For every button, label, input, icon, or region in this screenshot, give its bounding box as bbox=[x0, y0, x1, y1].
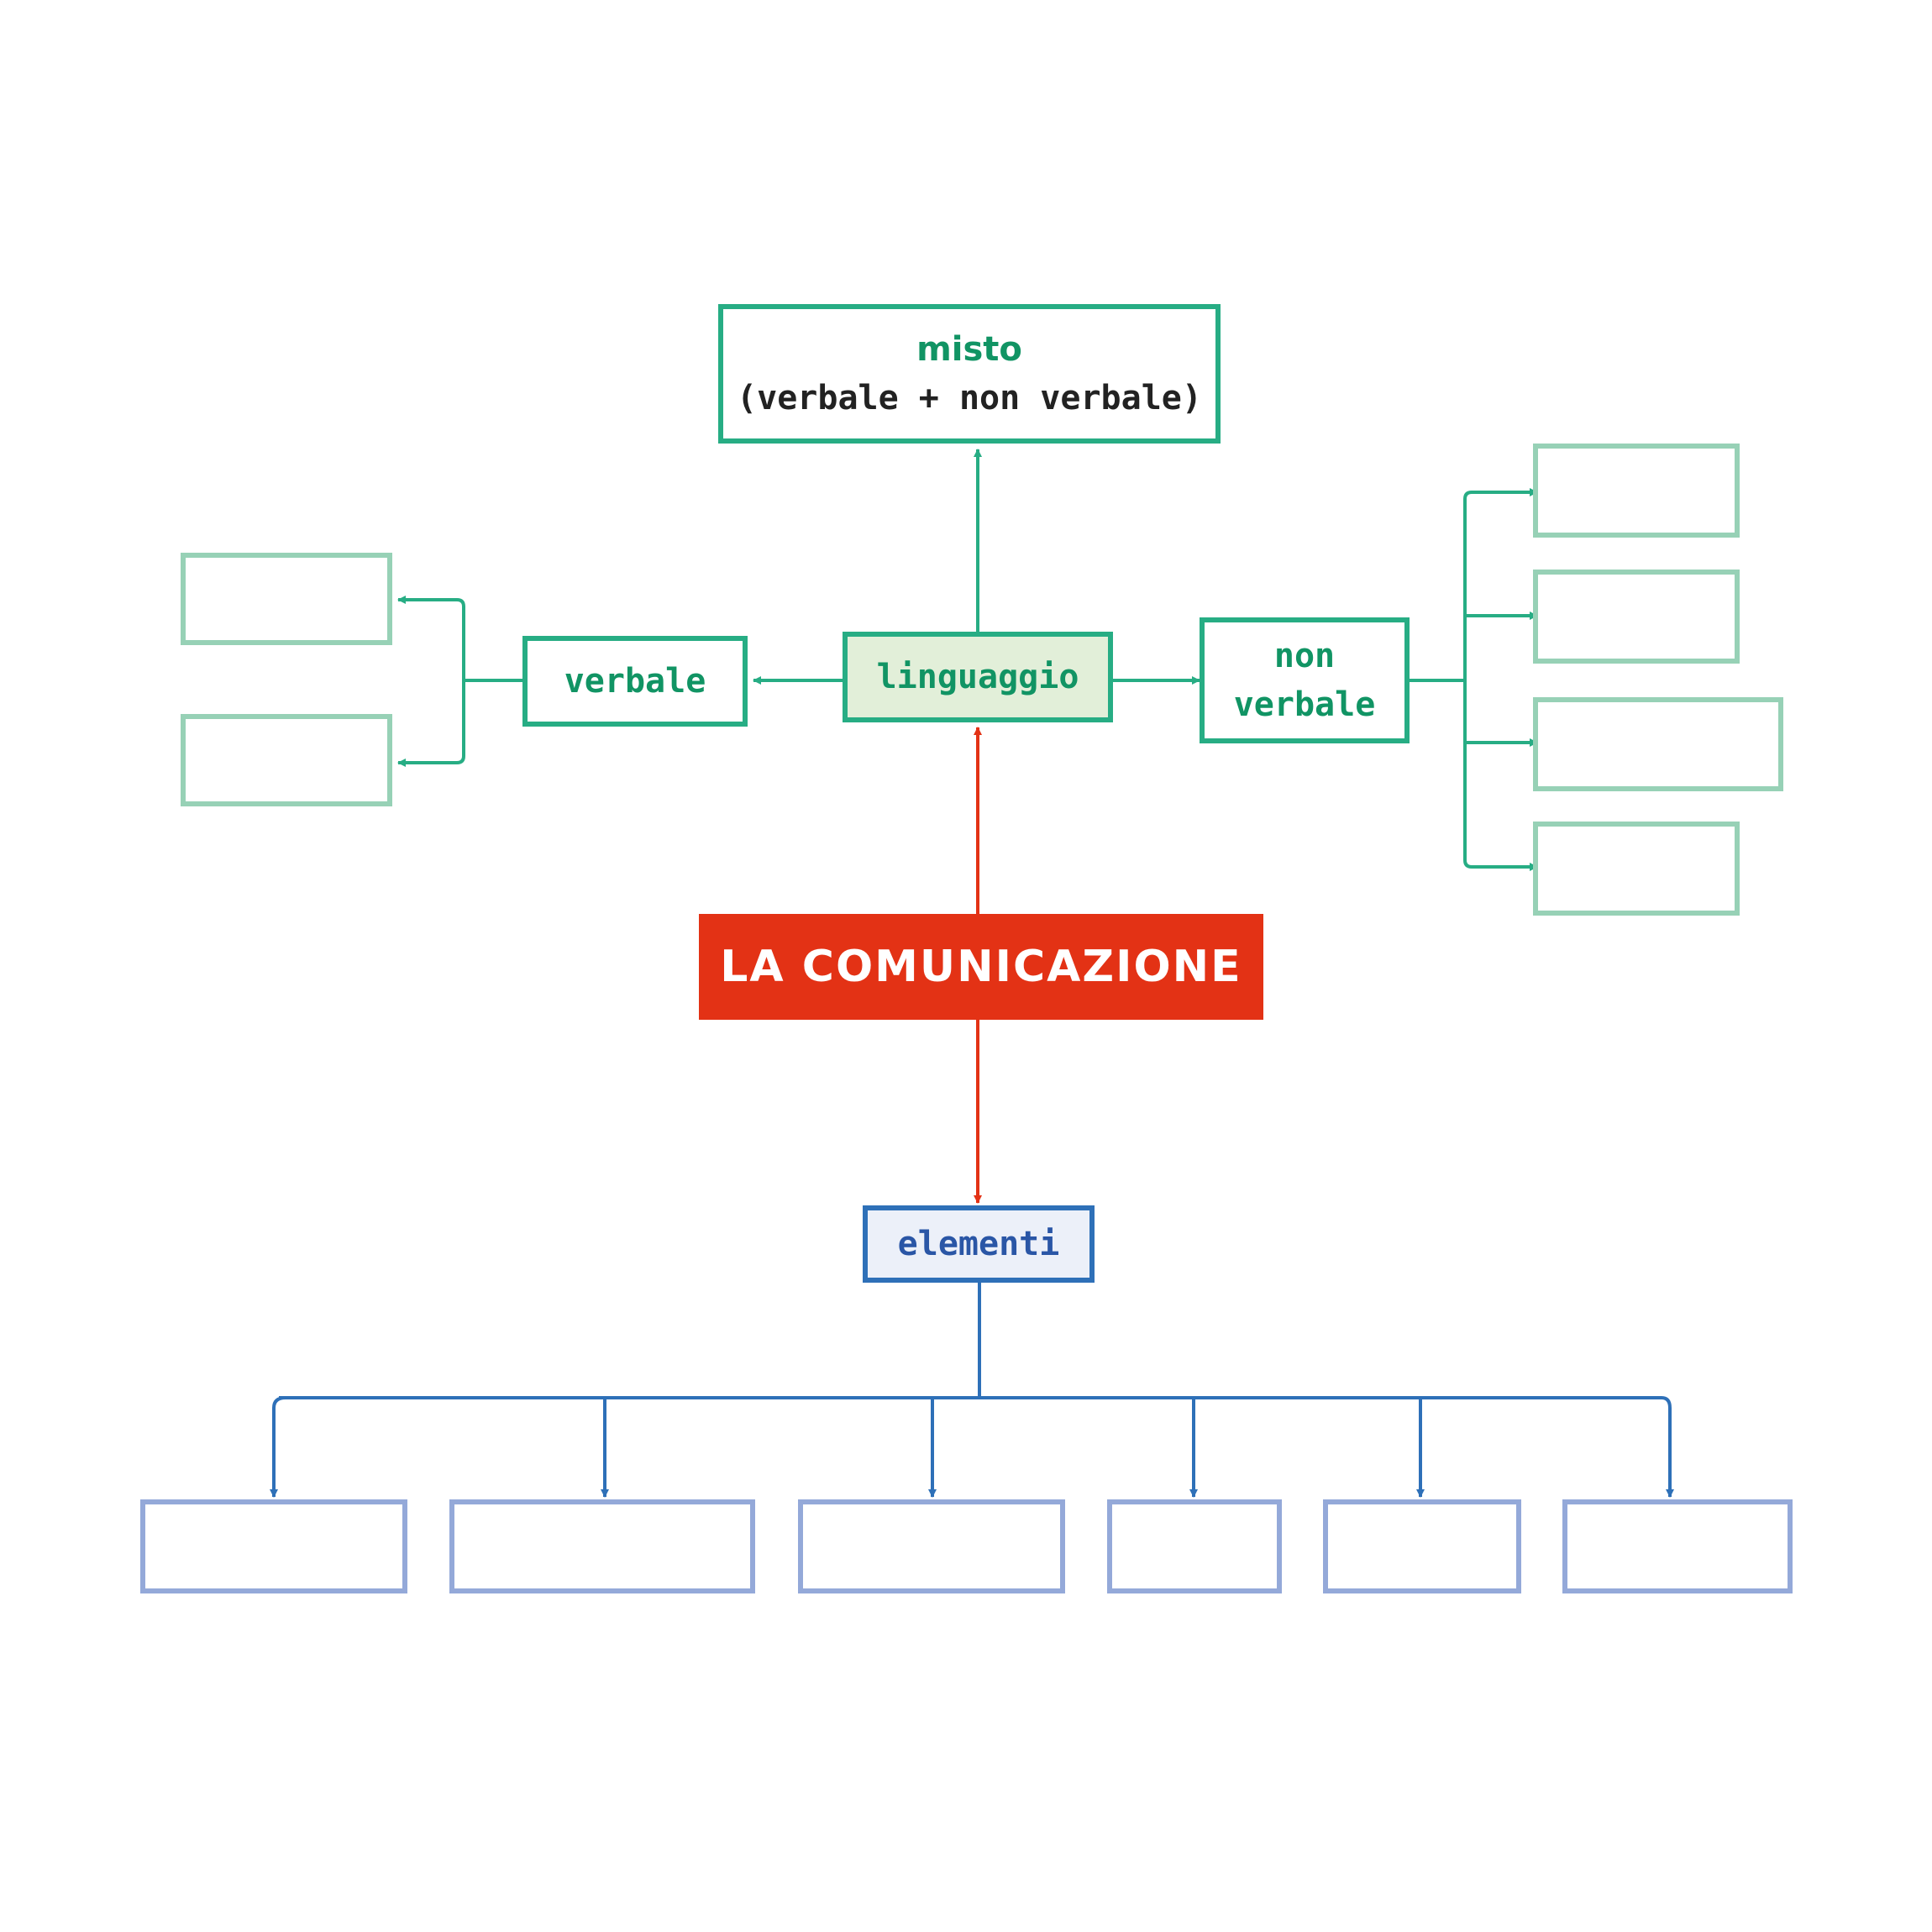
elementi-answer-box-2[interactable] bbox=[449, 1499, 755, 1593]
non-verbale-label-line2: verbale bbox=[1233, 685, 1376, 724]
verbale-answer-box-1[interactable] bbox=[181, 553, 392, 645]
elementi-answer-box-5[interactable] bbox=[1323, 1499, 1521, 1593]
non-verbale-node: non verbale bbox=[1200, 617, 1410, 743]
arrow-verbale-to-box-2 bbox=[397, 680, 465, 767]
arrow-non-verbale-to-box-3 bbox=[1463, 680, 1538, 747]
linguaggio-label: linguaggio bbox=[876, 658, 1079, 696]
arrow-verbale-to-box-1 bbox=[397, 596, 465, 680]
arrow-elementi-to-box-6 bbox=[1661, 1396, 1674, 1498]
elementi-label: elementi bbox=[897, 1225, 1060, 1263]
elementi-answer-box-4[interactable] bbox=[1107, 1499, 1282, 1593]
verbale-node: verbale bbox=[522, 636, 748, 727]
misto-title: misto bbox=[916, 330, 1022, 369]
non-verbale-answer-box-4[interactable] bbox=[1533, 822, 1740, 916]
root-node-la-comunicazione: LA COMUNICAZIONE bbox=[699, 914, 1263, 1020]
elementi-node: elementi bbox=[863, 1205, 1095, 1283]
verbale-label: verbale bbox=[564, 662, 706, 701]
arrow-non-verbale-to-box-1 bbox=[1463, 488, 1538, 680]
elementi-answer-box-6[interactable] bbox=[1562, 1499, 1793, 1593]
arrow-non-verbale-to-box-4 bbox=[1463, 680, 1538, 871]
arrow-elementi-to-box-1 bbox=[270, 1396, 286, 1498]
non-verbale-answer-box-2[interactable] bbox=[1533, 570, 1740, 664]
misto-subtitle: (verbale + non verbale) bbox=[737, 379, 1202, 417]
linguaggio-node: linguaggio bbox=[843, 632, 1113, 722]
root-label: LA COMUNICAZIONE bbox=[720, 942, 1242, 992]
elementi-answer-box-1[interactable] bbox=[140, 1499, 407, 1593]
non-verbale-label-line1: non bbox=[1273, 637, 1336, 675]
non-verbale-answer-box-3[interactable] bbox=[1533, 697, 1783, 791]
non-verbale-answer-box-1[interactable] bbox=[1533, 444, 1740, 538]
misto-node: misto (verbale + non verbale) bbox=[718, 304, 1221, 444]
elementi-answer-box-3[interactable] bbox=[798, 1499, 1065, 1593]
verbale-answer-box-2[interactable] bbox=[181, 714, 392, 806]
